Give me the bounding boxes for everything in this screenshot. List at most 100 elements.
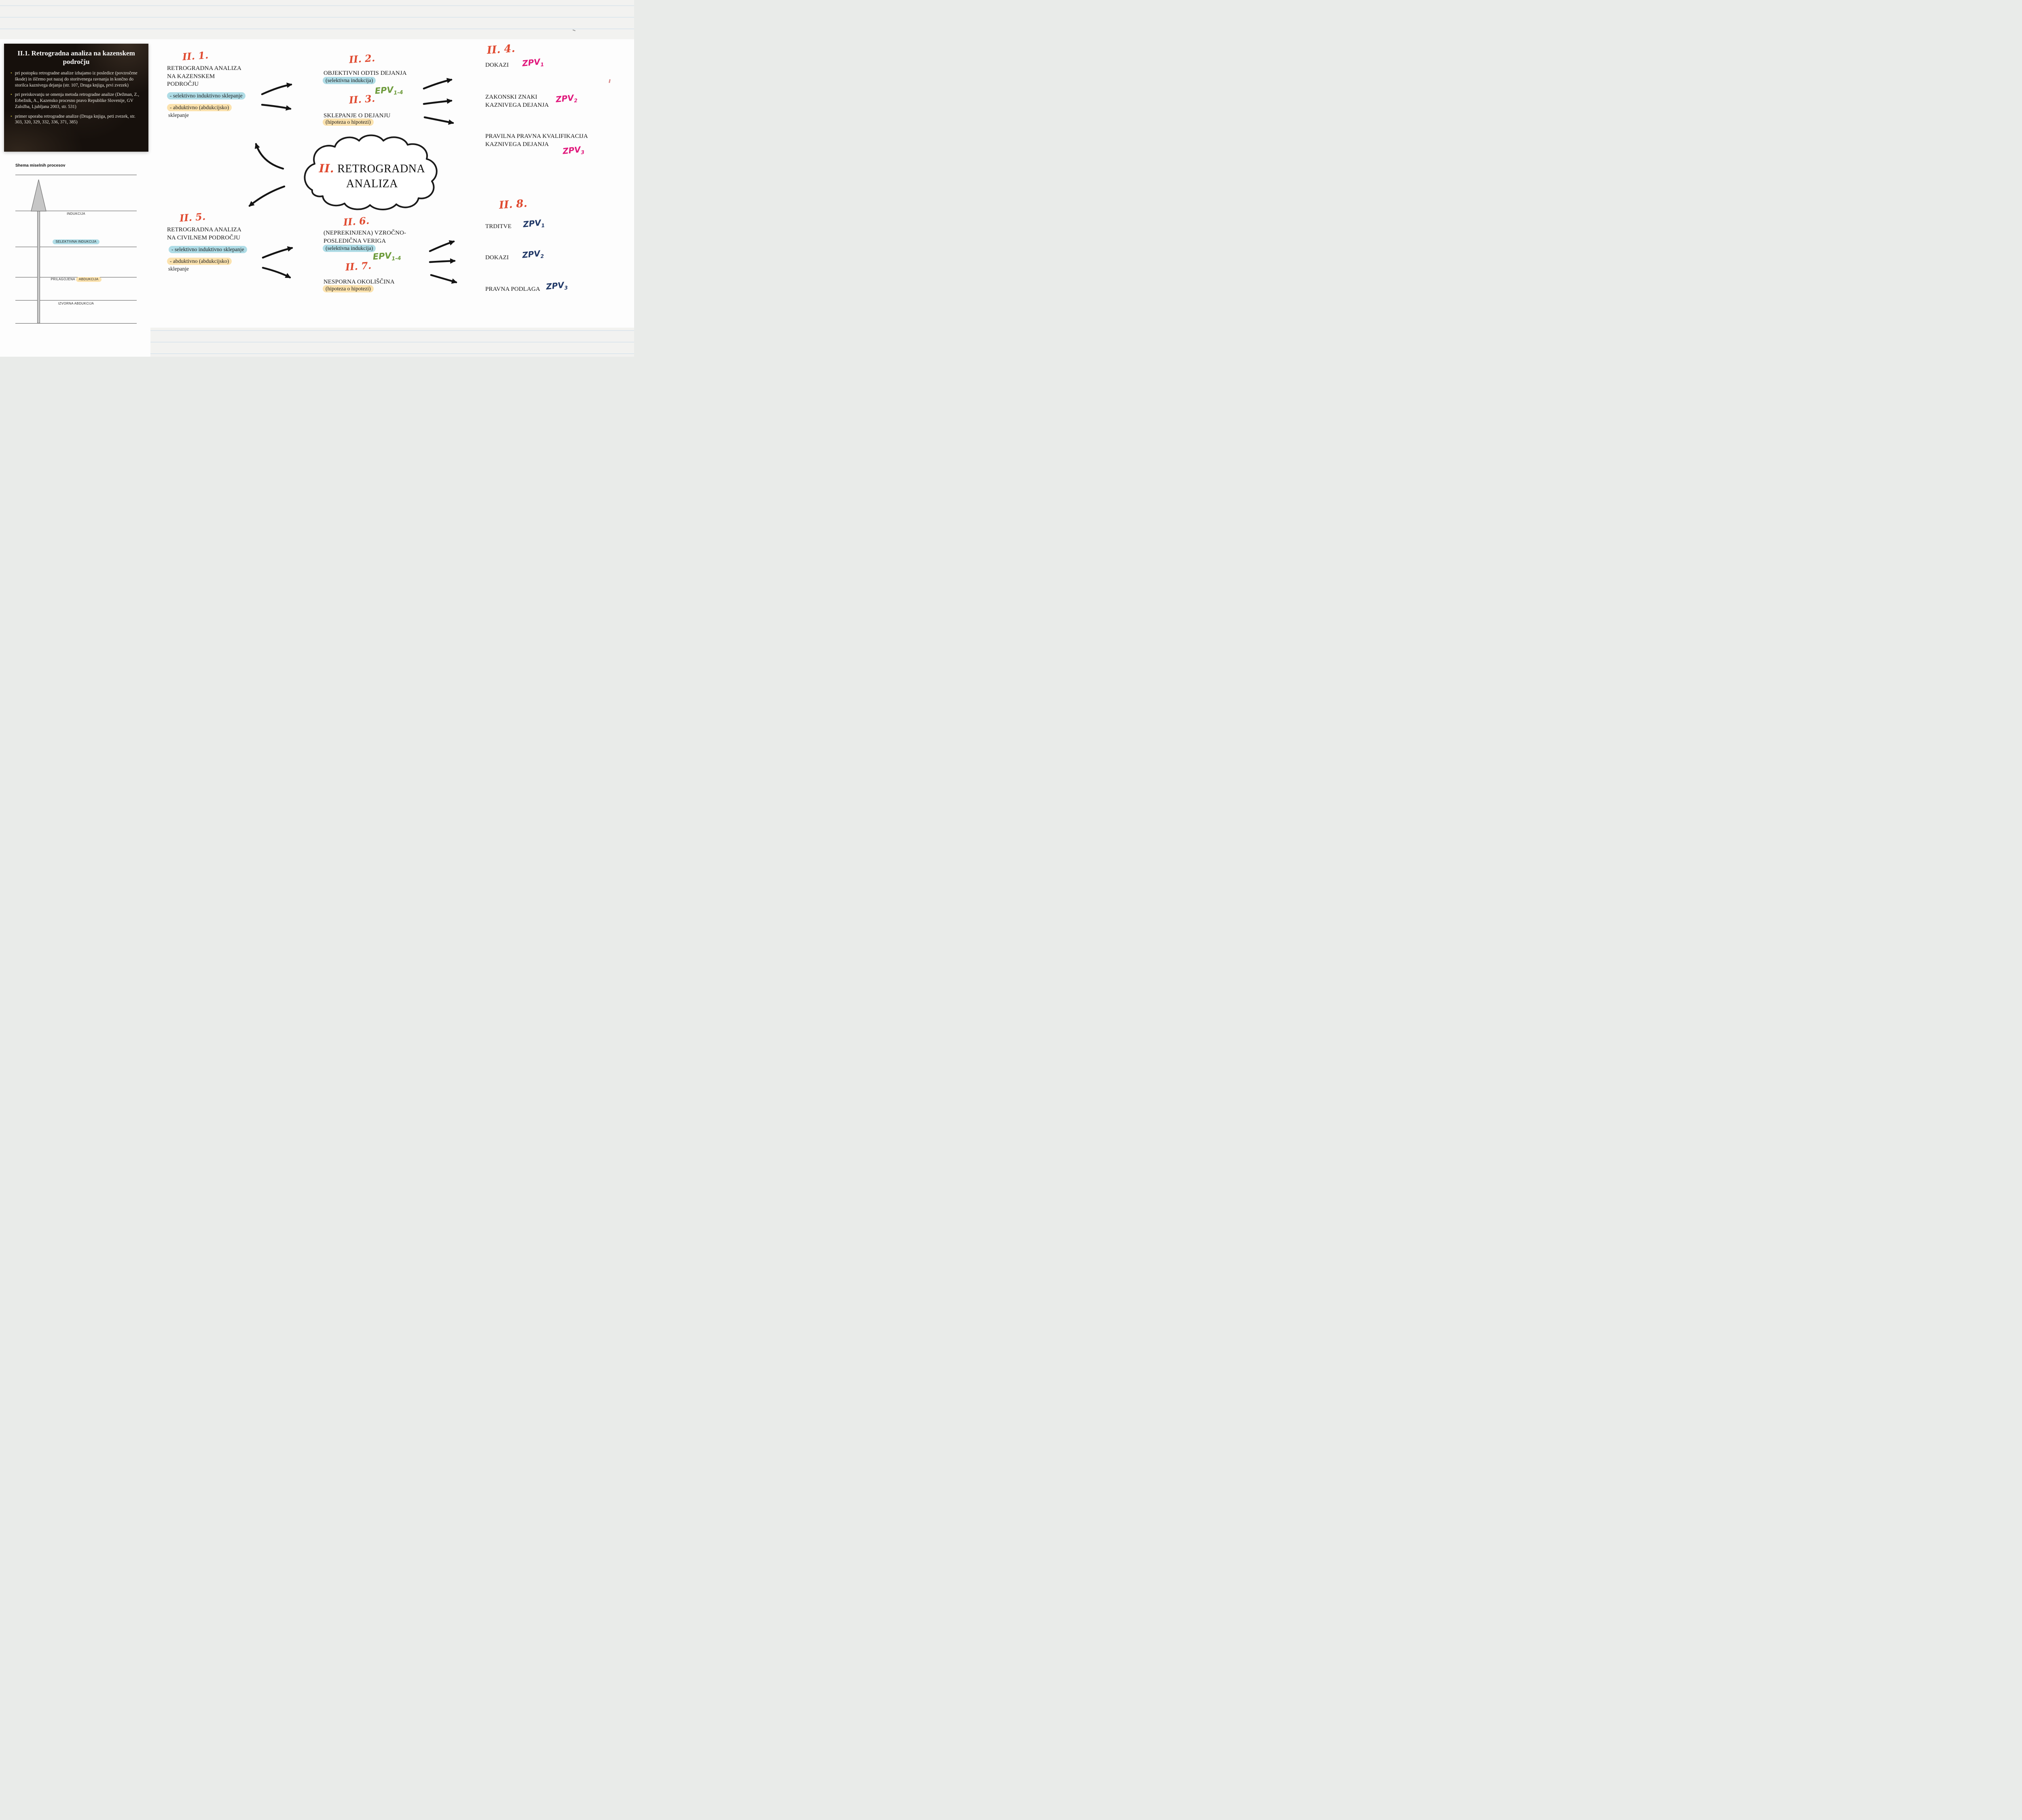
bullet-dot-icon: • [11,92,12,97]
cloud-shape [304,134,438,210]
node-II4-item2-zpv: ZPV2 [555,92,578,105]
node-II1-number: II. 1. [182,49,209,63]
node-II4-item1-label: DOKAZI [485,62,509,68]
zpv-sub: 1 [541,222,545,229]
node-II5-title: RETROGRADNA ANALIZA NA CIVILNEM PODROČJU [167,226,241,242]
center-title-1: RETROGRADNA [337,163,425,175]
node-II4-item3-line: PRAVILNA PRAVNA KVALIFIKACIJA [485,133,588,140]
schema-label-selektivna-indukcija: SELEKTIVNA INDUKCIJA [15,239,137,244]
zpv-base: ZPV [546,280,565,292]
node-II6-title-line: POSLEDIČNA VERIGA [324,237,386,244]
node-II8-item2-zpv: ZPV2 [522,248,544,261]
node-II5-number: II. 5. [179,210,206,224]
node-II1-title: RETROGRADNA ANALIZA NA KAZENSKEM PODROČJ… [167,65,241,89]
node-II5-subline-blue: - selektivno induktivno sklepanje [169,246,247,253]
highlight-blue: (selektivna indukcija) [323,245,376,252]
bullet-dot-icon: • [11,71,12,76]
node-II4-item2-line: ZAKONSKI ZNAKI [485,94,537,100]
epv-base: EPV [372,250,392,262]
node-II8-item1-zpv: ZPV1 [522,217,545,230]
node-II6-subline-blue: (selektivna indukcija) [323,245,376,252]
zpv-sub: 3 [580,149,585,156]
schema-label-selektivna-highlight: SELEKTIVNA INDUKCIJA [53,239,99,244]
center-line1: II.RETROGRADNA [313,161,431,176]
slide-bullet-text: pri preiskovanju se omenja metoda retrog… [15,92,140,109]
node-II2-subline-blue: (selektivna indukcija) [323,77,376,84]
node-II1-title-line: PODROČJU [167,81,199,87]
arrow-n6-to-n8a [429,240,455,252]
node-II7-title: NESPORNA OKOLIŠČINA [324,279,395,285]
node-II5-subline-tail: sklepanje [168,266,189,272]
zpv-sub: 2 [573,97,578,104]
arrow-n1-to-n2 [261,83,292,95]
slide-bullet-text: pri postopku retrogradne analize izhajam… [15,71,137,88]
zpv-sub: 1 [540,61,544,68]
zpv-sub: 3 [564,284,568,291]
zpv-sub: 2 [540,253,544,260]
node-II3-number: II. 3. [349,92,376,106]
node-II5-title-line: RETROGRADNA ANALIZA [167,226,241,233]
node-II6-number: II. 6. [343,214,370,228]
node-II4-item1-zpv: ZPV1 [522,56,544,69]
node-II3-title: SKLEPANJE O DEJANJU [324,112,391,119]
node-II2-title: OBJEKTIVNI ODTIS DEJANJA [324,70,407,76]
highlight-blue: - selektivno induktivno sklepanje [169,246,247,253]
arrow-n6-to-n8b [429,258,456,264]
bullet-dot-icon: • [11,114,12,119]
arrow-n7-to-n8c [430,274,457,284]
schema-title: Shema miselnih procesov [15,163,66,168]
slide-bullet-text: primer uporaba retrogradne analize (Drug… [15,114,135,125]
epv-sub: 1-4 [393,89,404,96]
schema-line [15,300,137,301]
center-title-2: ANALIZA [346,178,398,190]
connector-arrows-layer [31,78,457,324]
node-II8-number: II. 8. [499,197,528,212]
slide-image[interactable]: II.1. Retrogradna analiza na kazenskem p… [4,44,148,152]
epv-bottom-handwriting: EPV1-4 [372,250,401,263]
node-II4-item3-label: PRAVILNA PRAVNA KVALIFIKACIJA KAZNIVEGA … [485,133,588,148]
schema-line [15,323,137,324]
node-II3-subline-yellow: (hipoteza o hipotezi) [323,119,374,126]
node-II4-number: II. 4. [486,42,516,57]
slide-bullet: • primer uporaba retrogradne analize (Dr… [11,114,144,126]
zpv-base: ZPV [562,144,581,156]
node-II1-subline-yellow: - abduktivno (abdukcijsko) [167,104,232,111]
node-II1-title-line: NA KAZENSKEM [167,73,215,80]
highlight-blue: (selektivna indukcija) [323,77,376,84]
highlight-yellow: (hipoteza o hipotezi) [323,285,374,292]
arrow-n3-to-n4b [423,98,453,105]
node-II5-subline-yellow: - abduktivno (abdukcijsko) [167,258,232,265]
node-II4-item2-label: ZAKONSKI ZNAKI KAZNIVEGA DEJANJA [485,93,549,109]
node-II8-item2-label: DOKAZI [485,254,509,261]
epv-top-handwriting: EPV1-4 [374,84,403,97]
node-II8-item3-zpv: ZPV3 [546,279,568,292]
arrow-n5-to-n7 [262,267,291,279]
node-II1-subline-tail: sklepanje [168,112,189,118]
arrow-n2-to-n4a [423,78,453,90]
node-II8-item1-label: TRDITVE [485,223,512,230]
highlight-yellow: - abduktivno (abdukcijsko) [167,258,232,265]
slide-title: II.1. Retrogradna analiza na kazenskem p… [17,49,135,66]
node-II5-title-line: NA CIVILNEM PODROČJU [167,234,241,241]
node-II7-number: II. 7. [345,259,372,273]
mindmap-center: II.RETROGRADNA ANALIZA [313,161,431,191]
schema-label-izvorna-abdukcija: IZVORNA ABDUKCIJA [58,302,94,305]
schema-arrow-shaft [37,208,40,324]
zpv-base: ZPV [522,218,541,229]
node-II4-item2-line: KAZNIVEGA DEJANJA [485,102,549,108]
zpv-base: ZPV [522,57,541,68]
slide-bullet-list: • pri postopku retrogradne analize izhaj… [11,70,144,125]
highlight-yellow: (hipoteza o hipotezi) [323,119,374,126]
node-II6-title-line: (NEPREKINJENA) VZROČNO- [324,230,406,236]
node-II1-subline-blue: - selektivno induktivno sklepanje [167,92,245,99]
arrow-n1-to-n3 [261,104,292,111]
node-II7-subline-yellow: (hipoteza o hipotezi) [323,285,374,292]
schema-label-indukcija: INDUKCIJA [67,212,85,216]
node-II1-title-line: RETROGRADNA ANALIZA [167,65,241,72]
highlight-yellow: - abduktivno (abdukcijsko) [167,104,232,111]
schema-label-abdukcija-highlight: ABDUKCIJA [76,277,102,282]
slide-bullet: • pri preiskovanju se omenja metoda retr… [11,92,144,110]
arrow-cloud-to-n1 [254,143,284,170]
node-II6-title: (NEPREKINJENA) VZROČNO- POSLEDIČNA VERIG… [324,229,406,245]
node-II8-item3-label: PRAVNA PODLAGA [485,286,540,292]
